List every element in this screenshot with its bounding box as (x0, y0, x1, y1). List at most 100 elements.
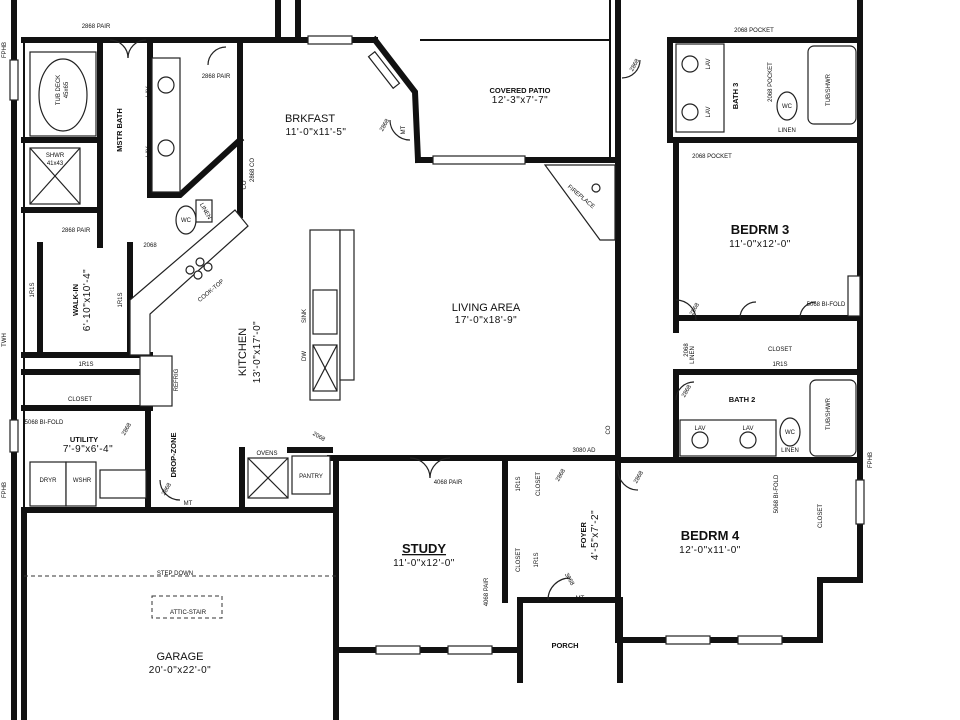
room-garage-dim: 20'-0"x22'-0" (149, 665, 211, 676)
label-step-down: STEP DOWN (157, 571, 193, 577)
door-label-2068pocket-top: 2068 POCKET (734, 28, 774, 34)
label-linen-hall: LINEN (690, 346, 696, 364)
edge-label-fphb-top: FPHB (2, 42, 8, 58)
room-utility: UTILITY (70, 435, 98, 444)
door-label-2068-linen: 2068 (684, 343, 690, 357)
room-bedrm3-dim: 11'-0"x12'-0" (729, 239, 791, 250)
door-label-2068pocket-mid: 2068 POCKET (692, 154, 732, 160)
room-brkfast-dim: 11'-0"x11'-5" (286, 127, 347, 138)
edge-label-twh: TWH (2, 333, 8, 347)
label-lav-2: LAV (146, 147, 152, 158)
label-tub-deck-size: 45x65 (64, 81, 70, 98)
label-mt-foyer: MT (576, 596, 585, 602)
washer (65, 461, 97, 507)
room-covered-patio-dim: 12'-3"x7'-7" (492, 95, 548, 106)
door-label-2868-utility: 2868 (121, 422, 133, 437)
label-wc-2: WC (785, 430, 796, 436)
label-wc-master: WC (181, 218, 192, 224)
door-label-5068bifold-hall: 5068 BI-FOLD (807, 302, 846, 308)
room-bedrm4: BEDRM 4 (681, 528, 740, 543)
door-label-2868-brkfast: 2868 (379, 118, 391, 133)
edge-label-fphb-right: FPHB (868, 452, 874, 468)
label-closet-hall: CLOSET (768, 347, 792, 353)
room-living-dim: 17'-0"x18'-9" (455, 315, 517, 326)
label-attic-stair: ATTIC-STAIR (170, 610, 207, 616)
room-bedrm3: BEDRM 3 (731, 222, 790, 237)
label-sink: SINK (302, 309, 308, 323)
door-label-2068-pantry: 2068 (311, 431, 326, 443)
windows (9, 35, 865, 655)
room-study: STUDY (402, 541, 446, 556)
label-refrig: REFRIG (174, 368, 180, 391)
room-kitchen: KITCHEN (237, 328, 249, 376)
label-lav-1: LAV (146, 87, 152, 98)
room-kitchen-dim: 13'-0"x17'-0" (252, 321, 263, 383)
room-porch: PORCH (551, 641, 578, 650)
room-bath3: BATH 3 (731, 83, 740, 110)
room-brkfast: BRKFAST (285, 113, 335, 125)
room-bedrm4-dim: 12'-0"x11'-0" (679, 545, 741, 556)
label-shelf-walkin-r: 1R1S (118, 292, 124, 307)
label-shelf-walkin-b: 1R1S (78, 362, 93, 368)
label-tub-shwr-3: TUB/SHWR (826, 73, 832, 106)
label-ovens: OVENS (256, 451, 277, 457)
door-label-3068: 3068 (563, 572, 575, 587)
room-foyer-dim: 4'-5"x7'-2" (590, 510, 601, 560)
door-label-4068pair-closet: 4068 PAIR (484, 577, 490, 606)
door-label-2868-bedrm3: 2868 (689, 302, 701, 317)
room-living: LIVING AREA (452, 302, 521, 314)
door-label-2868pair-top: 2868 PAIR (82, 24, 111, 30)
label-closet-bedrm4: CLOSET (818, 504, 824, 528)
room-pantry: PANTRY (299, 474, 323, 480)
label-shelf-walkin-l: 1R1S (30, 282, 36, 297)
door-label-3080ad: 3080 AD (572, 448, 596, 454)
door-label-5068bifold-utility: 5068 BI-FOLD (25, 420, 64, 426)
room-covered-patio: COVERED PATIO (490, 86, 551, 95)
room-bath2: BATH 2 (729, 395, 756, 404)
label-tub-shwr-2: TUB/SHWR (826, 397, 832, 430)
label-co-brkfast: CO (242, 180, 248, 189)
label-closet-study: CLOSET (516, 548, 522, 572)
fireplace-icon (543, 164, 616, 241)
label-mt-brkfast: MT (401, 125, 407, 134)
doors (109, 39, 817, 601)
label-closet-utility: CLOSET (68, 397, 92, 403)
tub-shower-icon (807, 45, 857, 125)
door-label-4068pair-study: 4068 PAIR (434, 480, 463, 486)
room-foyer: FOYER (579, 522, 588, 548)
room-mstr-bath: MSTR BATH (115, 108, 124, 152)
fixture-labels: TUB DECK 45x65 SHWR 41x43 LAV LAV WC LIN… (30, 59, 832, 616)
door-label-2068pocket-bath3: 2068 POCKET (768, 62, 774, 102)
label-closet-foyer: CLOSET (536, 472, 542, 496)
label-shelf-foyer: 1R1S (516, 476, 522, 491)
door-label-2868-foyer: 2868 (555, 468, 567, 483)
room-study-dim: 11'-0"x12'-0" (393, 558, 455, 569)
door-label-2068-master: 2068 (143, 243, 157, 249)
edge-label-fphb-bottom: FPHB (2, 482, 8, 498)
label-linen-2: LINEN (781, 448, 799, 454)
label-dryr: DRYR (40, 478, 58, 484)
room-garage: GARAGE (156, 651, 203, 663)
room-walkin: WALK-IN (71, 284, 80, 316)
label-co-living: CO (606, 425, 612, 434)
label-cook-top: COOK-TOP (197, 279, 225, 304)
room-walkin-dim: 6'-10"x10'-4" (82, 269, 93, 331)
label-dw: DW (302, 351, 308, 361)
label-lav-bath2a: LAV (695, 426, 706, 432)
edge-labels: FPHB FPHB FPHB TWH (2, 42, 874, 498)
door-label-2868-drop: 2868 (161, 482, 173, 497)
label-lav-bath2b: LAV (743, 426, 754, 432)
sink-icon (312, 289, 338, 335)
label-shwr-size: 41x43 (47, 161, 64, 167)
label-lav-bath3b: LAV (706, 107, 712, 118)
refrigerator (139, 355, 173, 407)
label-shelf-hall: 1R1S (772, 362, 787, 368)
fixtures (24, 43, 857, 619)
label-shwr: SHWR (46, 153, 65, 159)
label-tub-deck: TUB DECK (56, 75, 62, 105)
room-utility-dim: 7'-9"x6'-4" (63, 444, 113, 455)
cooktop-burner-icon (185, 265, 195, 275)
door-label-5068bifold-bedrm4: 5068 BI-FOLD (774, 474, 780, 513)
label-wshr: WSHR (73, 478, 92, 484)
